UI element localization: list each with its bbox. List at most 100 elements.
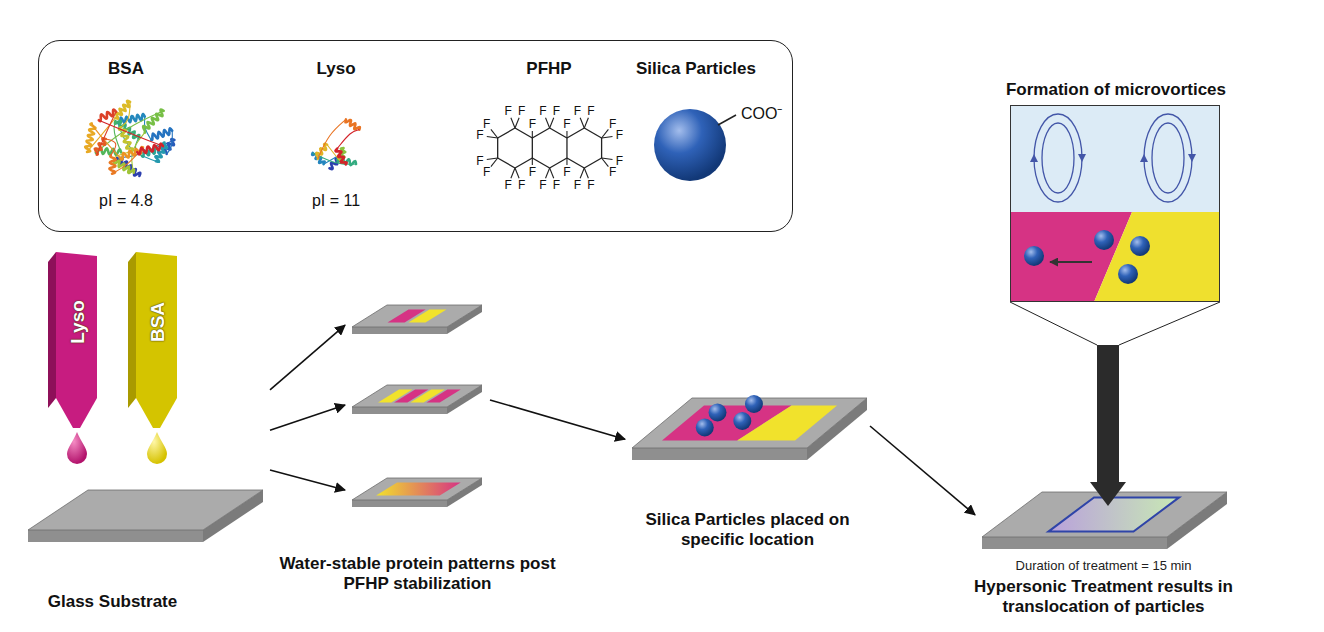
atom-label: F <box>529 166 536 178</box>
atom-label: F <box>518 179 525 191</box>
fluorine-bond <box>584 118 588 128</box>
vortex-arrowhead <box>1078 154 1086 162</box>
fluorine-bond <box>511 168 515 178</box>
compound-name: PFHP <box>526 59 571 79</box>
fluorine-bond <box>532 131 533 138</box>
pen-side <box>128 252 136 408</box>
atom-label: F <box>574 179 581 191</box>
atom-label: F <box>574 105 581 117</box>
carbon-bond <box>584 128 601 138</box>
bsa-region <box>1094 212 1220 302</box>
slab-front <box>982 537 1167 549</box>
translocation-arrow <box>1050 261 1092 263</box>
vortex-loop <box>1144 114 1192 202</box>
process-step: Duration of treatment = 15 minHypersonic… <box>975 488 1232 552</box>
hypersonic-transducer <box>1097 345 1119 482</box>
silica-particle <box>654 109 726 181</box>
slab-top <box>352 385 482 407</box>
fluorine-bond <box>491 129 498 138</box>
pattern-slide <box>352 305 482 334</box>
microvortex-inset <box>1010 105 1220 302</box>
silica-particle <box>745 395 763 413</box>
carbon-bond <box>584 158 601 168</box>
fluorine-bond <box>602 158 609 167</box>
slab-front <box>352 500 447 507</box>
step-caption: Glass Substrate <box>13 592 213 612</box>
atom-label: F <box>539 179 546 191</box>
silica-particle <box>696 419 714 437</box>
protein-name: Lyso <box>316 59 355 79</box>
fluid-region <box>1010 105 1220 212</box>
step-caption: Water-stable protein patterns post PFHP … <box>273 554 563 594</box>
carbon-bond <box>532 138 533 158</box>
bsa-pen <box>128 252 177 428</box>
fluorine-bond <box>546 118 550 128</box>
carbon-bond <box>498 158 515 168</box>
fluorine-bond <box>532 158 533 165</box>
fluorine-bond <box>511 118 515 128</box>
isoelectric-point: pI = 4.8 <box>99 192 153 210</box>
slab-top <box>352 478 482 500</box>
pen-body <box>136 252 177 428</box>
slab-top <box>28 490 263 530</box>
caption-block: Silica Particles placed on specific loca… <box>628 510 868 550</box>
atom-label: F <box>609 166 616 178</box>
silica-particle <box>1024 246 1044 266</box>
pen-label: BSA <box>147 302 166 342</box>
silica-slide <box>632 395 867 460</box>
flow-arrow <box>490 400 625 439</box>
protein-helix <box>115 101 130 119</box>
fluorine-bond <box>566 158 567 165</box>
flow-arrow <box>870 426 975 515</box>
step-caption: Hypersonic Treatment results in transloc… <box>944 577 1264 617</box>
transducer-tip <box>1090 482 1126 506</box>
atom-label: F <box>483 166 490 178</box>
vortex-arrowhead <box>1030 154 1038 162</box>
atom-label: F <box>553 179 560 191</box>
atom-label: F <box>476 155 483 167</box>
protein-loop <box>99 120 163 146</box>
lyso-stripe <box>426 389 460 402</box>
atom-label: F <box>563 118 570 130</box>
flow-arrow <box>270 470 345 490</box>
protein-loop <box>92 123 120 157</box>
protein-helix <box>109 156 116 174</box>
atom-label: F <box>483 118 490 130</box>
step-caption: Silica Particles placed on specific loca… <box>628 510 868 550</box>
fluorine-bond <box>487 158 498 160</box>
carbon-bond <box>566 138 567 158</box>
legend-panel: BSApI = 4.8LysopI = 11PFHPSilica Particl… <box>38 40 793 232</box>
silica-particle <box>733 412 751 430</box>
pattern-slide <box>352 385 482 414</box>
pattern-slide <box>352 478 482 507</box>
flow-arrow <box>270 405 345 430</box>
bsa-protein-structure <box>85 101 174 176</box>
fluorine-bond <box>515 168 519 178</box>
slab-front <box>632 448 807 460</box>
atom-label: F <box>587 105 594 117</box>
fluorine-bond <box>584 168 588 178</box>
protein-name: BSA <box>108 59 144 79</box>
process-step: Glass Substrate <box>25 245 270 550</box>
atom-label: F <box>505 179 512 191</box>
vortex-loop <box>1034 114 1082 202</box>
vortex-loop <box>1042 123 1074 193</box>
atom-label: F <box>587 179 594 191</box>
atom-label: F <box>539 105 546 117</box>
slab-top <box>352 305 482 327</box>
glass-substrate <box>28 490 263 542</box>
lysozyme-protein-structure <box>312 119 360 169</box>
slab-front <box>28 530 203 542</box>
protein-helix <box>335 149 346 165</box>
atom-label: F <box>529 118 536 130</box>
caption-block: Water-stable protein patterns post PFHP … <box>273 554 563 594</box>
zoom-inset: Formation of microvortices <box>1010 105 1220 302</box>
carboxyl-bond <box>718 115 736 125</box>
silica-particle <box>1118 264 1138 284</box>
caption-block: Glass Substrate <box>13 592 213 612</box>
note-text: Duration of treatment = 15 min <box>944 558 1264 574</box>
silica-particle <box>1130 236 1150 256</box>
pen-side <box>48 252 56 408</box>
